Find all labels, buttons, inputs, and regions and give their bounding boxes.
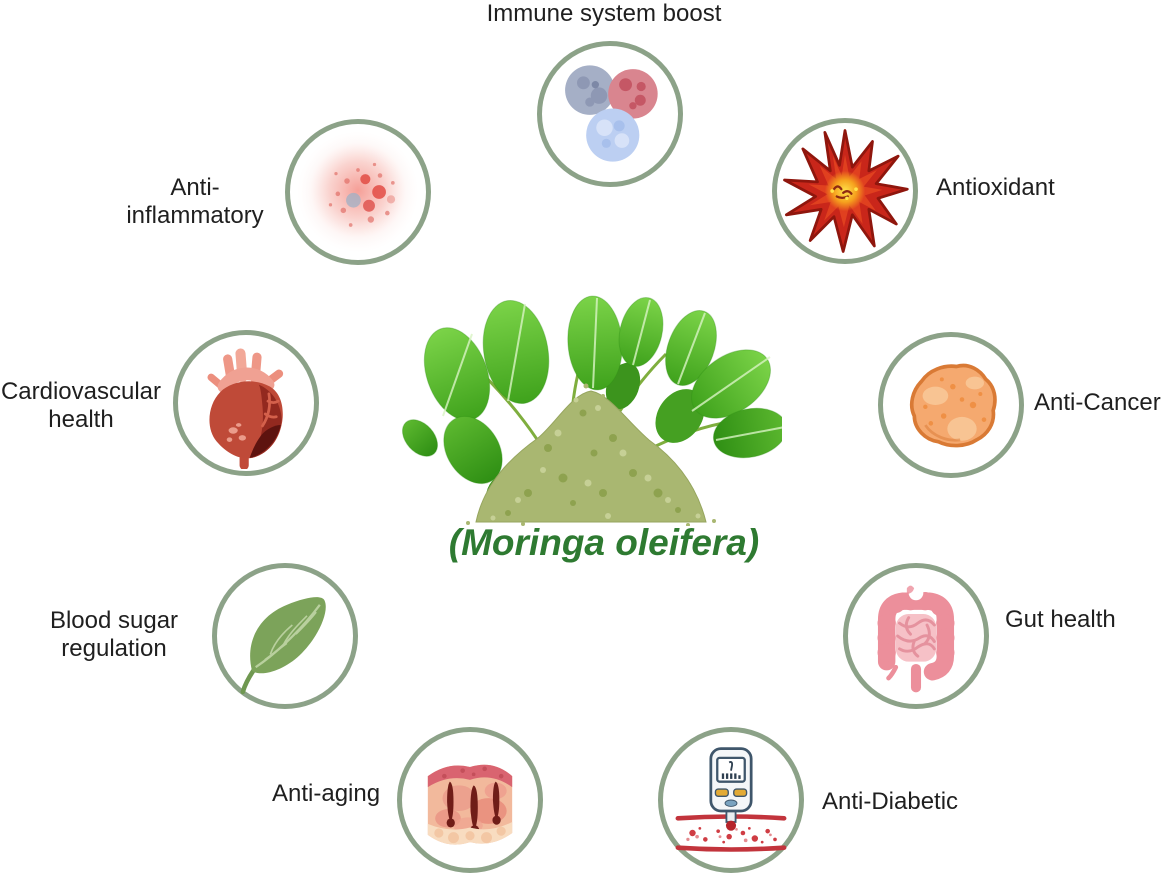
moringa-powder [466, 383, 716, 526]
glucose-meter [709, 747, 753, 831]
benefit-label-anti-cancer: Anti-Cancer [1034, 389, 1161, 416]
benefit-circle-anti-aging [397, 727, 543, 873]
benefit-label-anti-aging: Anti-aging [272, 780, 381, 807]
benefit-label-immune: Immune system boost [486, 0, 722, 27]
immune-cells-icon [565, 65, 658, 162]
benefit-label-cardiovascular: Cardiovascular health [0, 378, 162, 433]
moringa-plant-illustration [402, 295, 782, 526]
intestine-icon [877, 585, 955, 693]
benefit-label-anti-diabetic: Anti-Diabetic [822, 788, 959, 815]
center-title: (Moringa oleifera) [448, 522, 760, 563]
heart-icon [207, 348, 284, 469]
benefit-circle-gut-health [843, 563, 989, 709]
benefit-circle-antioxidant [772, 118, 918, 264]
benefit-label-anti-inflammatory: Anti- inflammatory [126, 174, 264, 229]
benefit-circle-anti-diabetic [658, 727, 804, 873]
skin-layers-icon [427, 764, 513, 845]
leaf-veins [442, 297, 782, 441]
cancer-cell-icon [909, 363, 997, 448]
benefit-label-antioxidant: Antioxidant [936, 174, 1055, 201]
blood-vessel [675, 814, 787, 852]
benefit-circle-cardiovascular [173, 330, 319, 476]
benefit-circle-anti-inflammatory [285, 119, 431, 265]
inflammation-icon [297, 131, 419, 253]
antioxidant-burst-icon [783, 129, 909, 253]
glucometer-icon [675, 747, 787, 852]
benefit-circle-blood-sugar [212, 563, 358, 709]
leaf-icon [240, 597, 326, 695]
benefit-circle-anti-cancer [878, 332, 1024, 478]
benefit-label-blood-sugar: Blood sugar regulation [49, 607, 179, 662]
benefit-label-gut-health: Gut health [1005, 606, 1116, 633]
benefit-circle-immune [537, 41, 683, 187]
